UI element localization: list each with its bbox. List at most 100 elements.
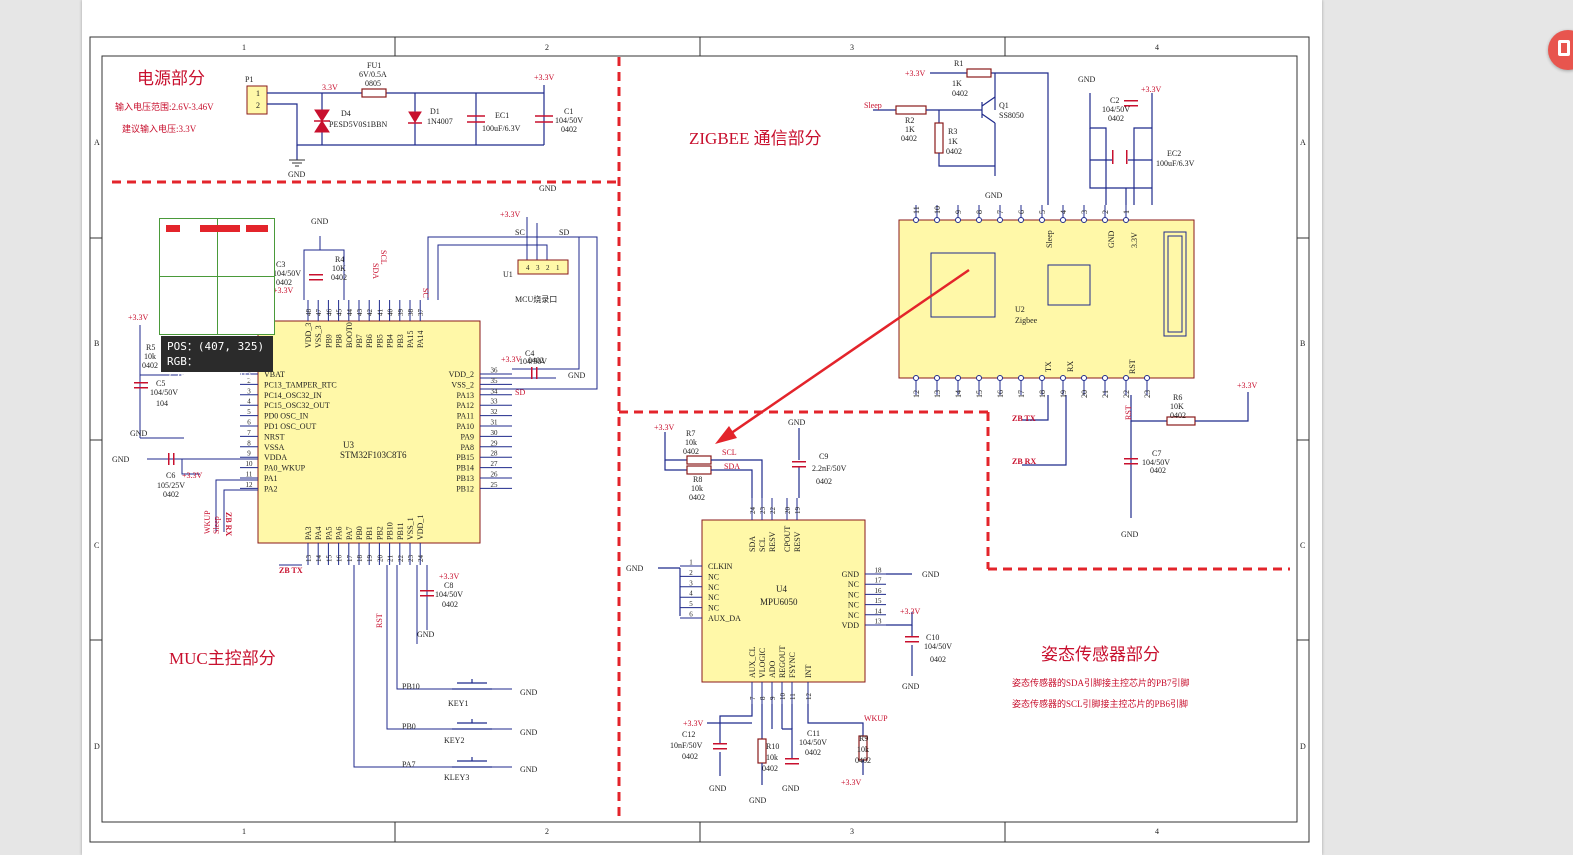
zigbee-circuit: U2 Zigbee R1 1K 0402 +3.3V Sleep R2 1K 0…	[864, 59, 1258, 539]
floating-action-button[interactable]	[1548, 30, 1573, 70]
u3-pin-number: 36	[491, 367, 499, 375]
gnd-label: GND	[985, 191, 1003, 200]
u3-pin-number: 8	[247, 439, 251, 447]
d4-value: PESD5V0S1BBN	[329, 120, 387, 129]
u3-pin-number: 22	[397, 555, 405, 563]
r10-package: 0402	[762, 764, 778, 773]
u3-pin-number: 24	[417, 555, 425, 563]
key3-ref: KLEY3	[444, 773, 469, 782]
imu-circuit: U4 MPU6050 +3.3V R7 10k 0402 R8 10k 0402…	[626, 418, 952, 805]
r10-ref: R10	[766, 742, 779, 751]
p1-pin: 2	[256, 101, 260, 110]
c7-ref: C7	[1152, 449, 1161, 458]
r1-package: 0402	[952, 89, 968, 98]
sc-net: SC	[421, 288, 430, 298]
u3-pin-number: 38	[407, 309, 415, 317]
gnd-label: GND	[749, 796, 767, 805]
r6-ref: R6	[1173, 393, 1182, 402]
u2-pad	[934, 217, 940, 223]
color-picker-magnifier	[159, 218, 275, 335]
gnd-label: GND	[520, 688, 538, 697]
grid-row-label: A	[1300, 138, 1306, 147]
u2-pin-number: 5	[1038, 210, 1047, 214]
c12-package: 0402	[682, 752, 698, 761]
v33-label: +3.3V	[273, 286, 294, 295]
v33-label: +3.3V	[841, 778, 862, 787]
u4-pin-name: RESV	[768, 531, 777, 552]
grid-row-label: B	[94, 339, 99, 348]
u3-pin-name: VDDA	[264, 453, 287, 462]
u3-pin-name: PA5	[324, 527, 333, 541]
zigbee-section-title: ZIGBEE 通信部分	[689, 129, 822, 148]
u3-pin-name: PB14	[456, 464, 474, 473]
u3-pin-name: PB9	[324, 334, 333, 348]
u4-pin-name: NC	[848, 580, 859, 589]
gnd-label: GND	[1121, 530, 1139, 539]
u3-pin-number: 20	[376, 555, 384, 563]
u3-pin-name: PD1 OSC_OUT	[264, 422, 316, 431]
r6-value: 10K	[1170, 402, 1184, 411]
u3-pin-name: PA15	[406, 331, 415, 349]
r5-value: 10k	[144, 352, 156, 361]
power-circuit: P1 1 2 3.3V +3.3V FU1 6V/0.5A 0805 D4 PE…	[245, 61, 583, 179]
u4-pin-name: NC	[708, 583, 719, 592]
zb-rx-net: ZB RX	[224, 512, 233, 536]
u4-pin-number: 24	[749, 507, 757, 515]
sleep-net: Sleep	[864, 101, 882, 110]
u3-pin-name: VSSA	[264, 443, 285, 452]
u3-pin-number: 26	[491, 471, 499, 479]
u2-pin-number: 17	[1017, 390, 1026, 398]
u2-pin-number: 9	[954, 210, 963, 214]
u3-pin-name: PA9	[461, 432, 475, 441]
c10-ref: C10	[926, 633, 939, 642]
u2-value: Zigbee	[1015, 316, 1038, 325]
u3-pin-name: PA12	[457, 401, 475, 410]
power-section-title: 电源部分	[137, 69, 205, 88]
gnd-label: GND	[417, 630, 435, 639]
c8-package: 0402	[442, 600, 458, 609]
gnd-label: GND	[520, 765, 538, 774]
ec2-value: 100uF/6.3V	[1156, 159, 1195, 168]
u2-pin-number: 1	[1122, 210, 1131, 214]
gnd-label: GND	[626, 564, 644, 573]
ec1-ref: EC1	[495, 111, 509, 120]
q1-ref: Q1	[999, 101, 1009, 110]
u2-pad	[997, 217, 1003, 223]
u3-pin-name: NRST	[264, 432, 285, 441]
u3-pin-number: 31	[491, 419, 499, 427]
r9-package: 0402	[855, 756, 871, 765]
u2-ref: U2	[1015, 305, 1025, 314]
attitude-section-title: 姿态传感器部分	[1041, 645, 1160, 664]
c7-value: 104/50V	[1142, 458, 1170, 467]
cursor-color-readout: RGB：(255,252,248)	[167, 355, 254, 383]
c6-value: 105/25V	[157, 481, 185, 490]
u3-pin-name: PB15	[456, 453, 474, 462]
u2-pin-number: 12	[912, 390, 921, 398]
u3-pin-number: 30	[491, 429, 499, 437]
c5-ref: C5	[156, 379, 165, 388]
wkup-net: WKUP	[203, 510, 212, 534]
gnd-label: GND	[1078, 75, 1096, 84]
u3-chip	[257, 320, 481, 544]
u3-pin-number: 27	[491, 460, 499, 468]
u2-pin-rst: RST	[1128, 359, 1137, 374]
u4-pin-number: 18	[875, 567, 883, 575]
u2-pad	[1144, 375, 1150, 381]
r1-ref: R1	[954, 59, 963, 68]
gnd-label: GND	[782, 784, 800, 793]
u2-pad	[955, 217, 961, 223]
u2-pad	[1018, 217, 1024, 223]
u3-pin-name: PA1	[264, 474, 278, 483]
u3-ref: U3	[343, 440, 354, 450]
u4-pin-number: 11	[789, 693, 797, 700]
r2-ref: R2	[905, 116, 914, 125]
power-note: 建议输入电压:3.3V	[122, 123, 197, 134]
u4-pin-name: ADO	[768, 660, 777, 678]
gnd-label: GND	[520, 728, 538, 737]
c4-value: 104/50V	[519, 357, 547, 366]
u2-pin-number: 13	[933, 390, 942, 398]
c11-value: 104/50V	[799, 738, 827, 747]
d4-ref: D4	[341, 109, 351, 118]
u2-pin-number: 2	[1101, 210, 1110, 214]
u3-pin-name: PA13	[457, 391, 475, 400]
